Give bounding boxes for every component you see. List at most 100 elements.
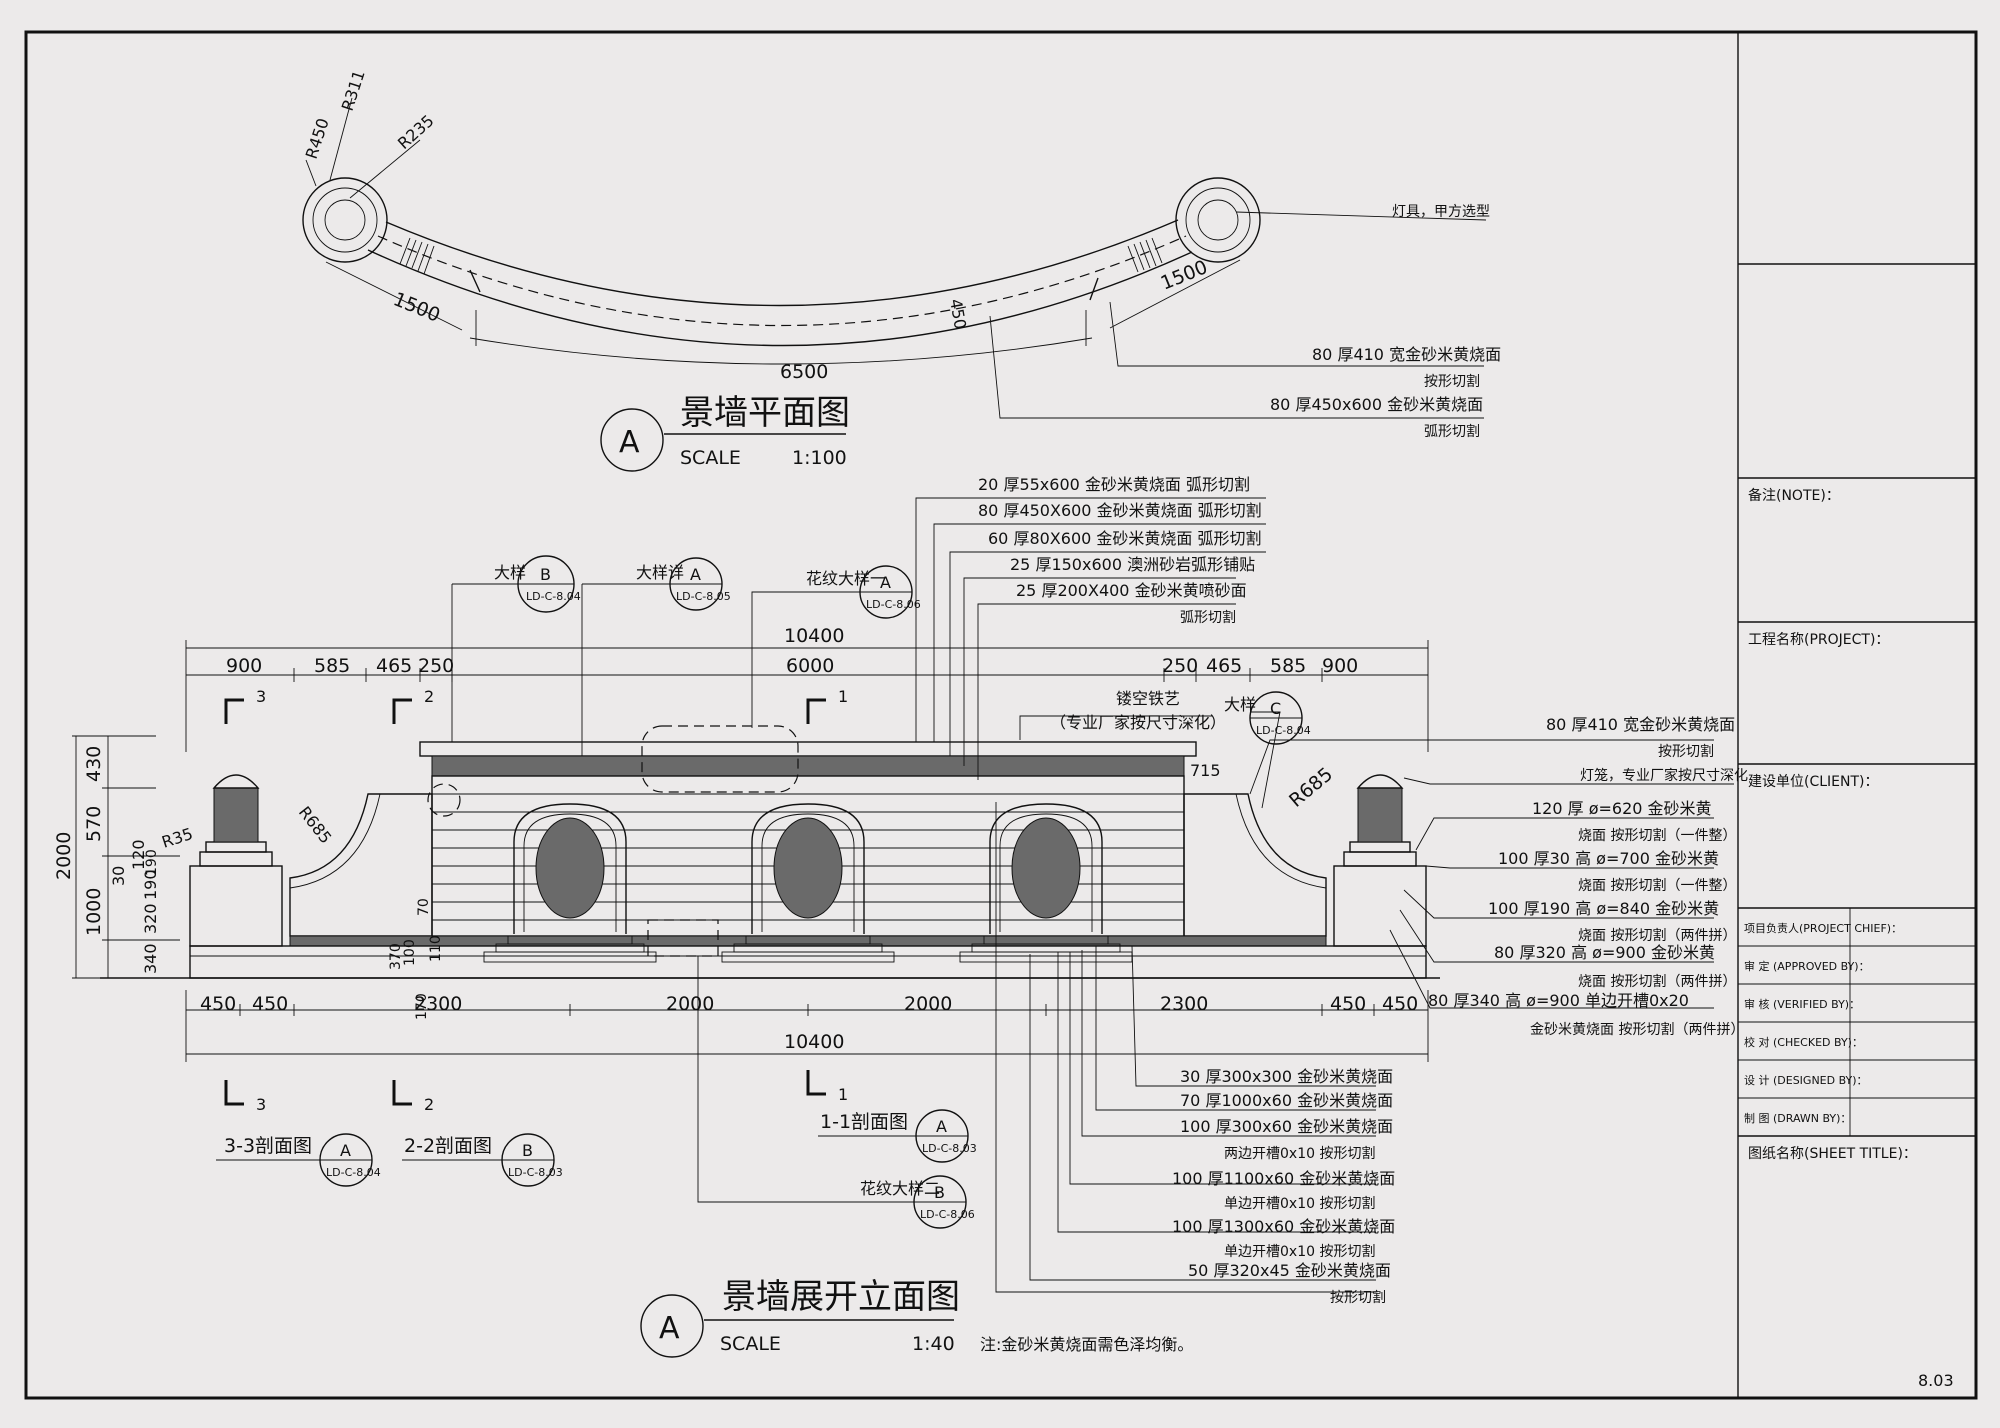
elev-dim-70: 70 bbox=[416, 898, 432, 916]
plan-note-4: 弧形切割 bbox=[1424, 423, 1480, 440]
plan-right-column bbox=[1175, 177, 1261, 263]
svg-text:3-3剖面图: 3-3剖面图 bbox=[224, 1135, 312, 1157]
project-label: 工程名称(PROJECT)： bbox=[1748, 632, 1889, 648]
role-checked: 校 对 (CHECKED BY)： bbox=[1744, 1035, 1863, 1049]
plan-dim-total: 6500 bbox=[780, 361, 828, 383]
svg-text:80 厚320 高 ø=900 金砂米黄: 80 厚320 高 ø=900 金砂米黄 bbox=[1494, 943, 1715, 962]
plan-title-circle bbox=[600, 408, 664, 472]
plan-wall-outer bbox=[367, 249, 1193, 347]
svg-text:烧面 按形切割（一件整）: 烧面 按形切割（一件整） bbox=[1578, 877, 1736, 894]
plan-dim-width: 450 bbox=[946, 297, 970, 330]
plan-radius-r235: R235 bbox=[394, 111, 438, 153]
callout-section-3-3: 3-3剖面图 A LD-C-8.04 bbox=[216, 1133, 381, 1187]
elev-bottom-dim-5: 2000 bbox=[904, 993, 952, 1015]
elev-dim-170: 170 bbox=[414, 993, 430, 1020]
svg-text:LD-C-8.05: LD-C-8.05 bbox=[676, 590, 731, 603]
elev-top-dim-8: 585 bbox=[1270, 655, 1306, 677]
svg-text:单边开槽0x10 按形切割: 单边开槽0x10 按形切割 bbox=[1224, 1195, 1375, 1212]
elev-ornament-band bbox=[431, 755, 1185, 777]
elev-top-dim-6: 250 bbox=[1162, 655, 1198, 677]
elev-bottom-total: 10400 bbox=[784, 1031, 844, 1053]
elev-niche-right bbox=[959, 803, 1133, 963]
svg-text:金砂米黄烧面 按形切割（两件拼）: 金砂米黄烧面 按形切割（两件拼） bbox=[1530, 1021, 1744, 1038]
elev-top-dim-3: 465 bbox=[376, 655, 412, 677]
elev-dim-100: 100 bbox=[402, 939, 418, 966]
elev-top-dim-5: 6000 bbox=[786, 655, 834, 677]
sheet-number: 8.03 bbox=[1918, 1371, 1954, 1390]
svg-text:B: B bbox=[934, 1183, 945, 1202]
elev-bottom-dim-7: 450 bbox=[1330, 993, 1366, 1015]
svg-text:LD-C-8.03: LD-C-8.03 bbox=[508, 1166, 563, 1179]
elev-dim-110: 110 bbox=[428, 935, 444, 962]
elev-lantern-left bbox=[189, 774, 283, 947]
callout-pattern-a-806: 花纹大样一 A LD-C-8.06 bbox=[751, 565, 921, 728]
note-label: 备注(NOTE)： bbox=[1748, 487, 1840, 504]
svg-text:80 厚340 高 ø=900 单边开槽0x20: 80 厚340 高 ø=900 单边开槽0x20 bbox=[1428, 991, 1689, 1010]
elev-top-dim-2: 585 bbox=[314, 655, 350, 677]
svg-text:按形切割: 按形切割 bbox=[1330, 1289, 1386, 1306]
svg-text:大样: 大样 bbox=[494, 563, 526, 582]
svg-text:A: A bbox=[880, 573, 891, 592]
svg-text:30 厚300x300 金砂米黄烧面: 30 厚300x300 金砂米黄烧面 bbox=[1180, 1067, 1393, 1086]
role-verified: 审 核 (VERIFIED BY)： bbox=[1744, 997, 1860, 1011]
role-designed: 设 计 (DESIGNED BY)： bbox=[1744, 1074, 1868, 1087]
svg-text:灯笼，专业厂家按尺寸深化: 灯笼，专业厂家按尺寸深化 bbox=[1580, 767, 1748, 784]
plan-scale-value: 1:100 bbox=[792, 447, 847, 469]
svg-text:大样: 大样 bbox=[1224, 695, 1256, 714]
plan-hatch-left bbox=[399, 237, 435, 275]
elev-dim-370: 370 bbox=[388, 943, 404, 970]
svg-text:花纹大样一: 花纹大样一 bbox=[806, 569, 886, 588]
svg-text:（专业厂家按尺寸深化）: （专业厂家按尺寸深化） bbox=[1050, 713, 1226, 732]
svg-text:50 厚320x45 金砂米黄烧面: 50 厚320x45 金砂米黄烧面 bbox=[1188, 1261, 1391, 1280]
elev-r685-right: R685 bbox=[1285, 763, 1337, 812]
elev-bottom-notes: 30 厚300x300 金砂米黄烧面 70 厚1000x60 金砂米黄烧面 10… bbox=[995, 802, 1395, 1306]
plan-radius-r311: R311 bbox=[338, 68, 369, 113]
elev-top-dim-7: 465 bbox=[1206, 655, 1242, 677]
svg-text:两边开槽0x10 按形切割: 两边开槽0x10 按形切割 bbox=[1224, 1145, 1375, 1162]
elev-title: 景墙展开立面图 bbox=[722, 1277, 960, 1317]
svg-text:弧形切割: 弧形切割 bbox=[1180, 609, 1236, 626]
elev-r685-left: R685 bbox=[295, 803, 336, 848]
callout-detail-b-804: 大样 B LD-C-8.04 bbox=[451, 555, 581, 742]
elev-right-notes: 80 厚410 宽金砂米黄烧面 按形切割 灯笼，专业厂家按尺寸深化 120 厚 … bbox=[1249, 715, 1748, 1038]
plan-wall-inner bbox=[385, 219, 1179, 307]
elev-wall-cap bbox=[419, 741, 1197, 757]
elev-dim-715: 715 bbox=[1190, 761, 1221, 780]
sheet-title-label: 图纸名称(SHEET TITLE)： bbox=[1748, 1146, 1917, 1162]
elev-niche-center bbox=[721, 803, 895, 963]
elev-lantern-right bbox=[1333, 774, 1427, 947]
elev-footnote: 注:金砂米黄烧面需色泽均衡。 bbox=[980, 1335, 1193, 1354]
sheet-border bbox=[24, 30, 1978, 1400]
svg-text:A: A bbox=[690, 565, 701, 584]
elev-base-band bbox=[289, 935, 1327, 947]
svg-text:100 厚300x60 金砂米黄烧面: 100 厚300x60 金砂米黄烧面 bbox=[1180, 1117, 1393, 1136]
elev-bottom-dim-ticks bbox=[239, 1004, 1375, 1016]
elev-bottom-dim-8: 450 bbox=[1382, 993, 1418, 1015]
elev-section-mark-3: 3 bbox=[256, 687, 266, 706]
elev-height-2000: 2000 bbox=[53, 832, 75, 880]
elev-section-mark-1b: 1 bbox=[838, 1085, 848, 1104]
svg-text:烧面 按形切割（两件拼）: 烧面 按形切割（两件拼） bbox=[1578, 973, 1736, 990]
svg-text:大样详: 大样详 bbox=[636, 563, 684, 582]
elevation-view: 10400 900 585 465 250 6000 250 465 585 9… bbox=[53, 475, 1748, 1358]
svg-text:A: A bbox=[936, 1117, 947, 1136]
elev-scale-label: SCALE bbox=[720, 1333, 781, 1355]
svg-text:20 厚55x600 金砂米黄烧面 弧形切割: 20 厚55x600 金砂米黄烧面 弧形切割 bbox=[978, 475, 1250, 494]
svg-text:LD-C-8.06: LD-C-8.06 bbox=[866, 598, 921, 611]
plan-note-2: 按形切割 bbox=[1424, 373, 1480, 390]
elev-top-dim-4: 250 bbox=[418, 655, 454, 677]
svg-text:烧面 按形切割（一件整）: 烧面 按形切割（一件整） bbox=[1578, 827, 1736, 844]
svg-text:C: C bbox=[1270, 699, 1281, 718]
callout-pattern-b-806: 花纹大样二 B LD-C-8.06 bbox=[697, 956, 975, 1229]
client-label: 建设单位(CLIENT)： bbox=[1748, 774, 1879, 790]
elev-dim-190: 190 bbox=[144, 849, 160, 876]
elev-detail-marker-1 bbox=[641, 725, 799, 793]
plan-wall-centerline bbox=[377, 235, 1187, 327]
plan-title-letter: A bbox=[619, 425, 640, 460]
plan-view: 1500 1500 450 6500 R450 R311 R235 灯具，甲方选… bbox=[302, 68, 1501, 472]
elev-niche-left bbox=[483, 803, 657, 963]
svg-text:25 厚150x600 澳洲砂岩弧形铺贴: 25 厚150x600 澳洲砂岩弧形铺贴 bbox=[1010, 555, 1255, 574]
elev-height-430: 430 bbox=[83, 746, 105, 782]
plan-left-column bbox=[302, 177, 388, 263]
